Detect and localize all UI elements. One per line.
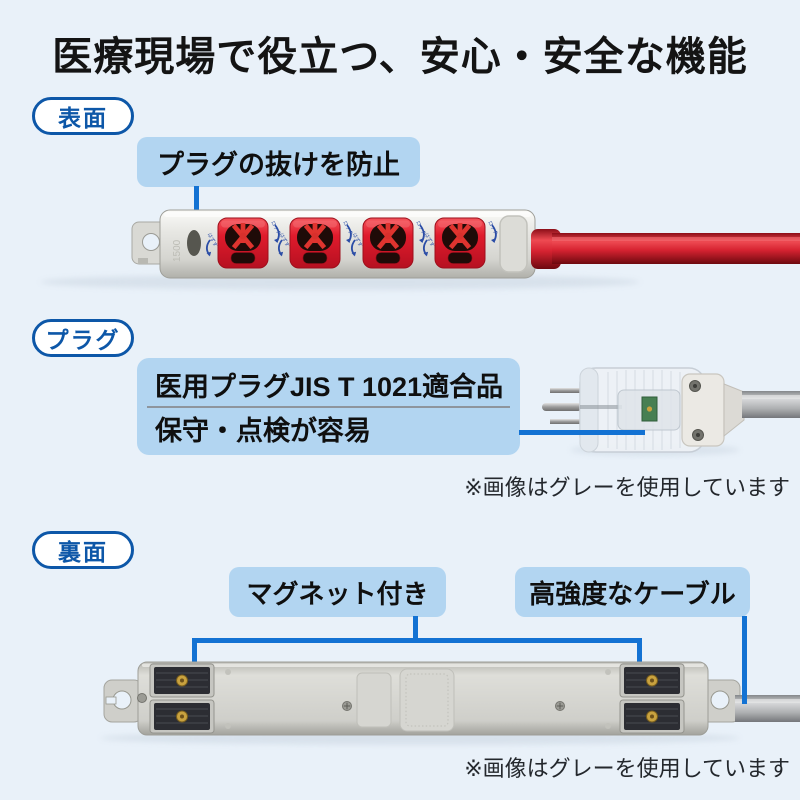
callout-connector-line — [192, 638, 642, 643]
gray-color-note: ※画像はグレーを使用しています — [464, 756, 790, 781]
magnet — [149, 699, 215, 734]
callout-plug-features: 医用プラグJIS T 1021適合品 保守・点検が容易 — [137, 358, 520, 455]
callout-cable: 高強度なケーブル — [515, 567, 750, 617]
embossed-panel — [356, 672, 392, 728]
callout-connector-line — [413, 616, 418, 640]
section-tag-front: 表面 — [32, 97, 134, 135]
cable-neck — [723, 383, 745, 438]
front-strip-photo: ロック はずす 1500 — [40, 209, 800, 290]
hook-recess — [187, 230, 201, 256]
callout-plug-lock: プラグの抜けを防止 — [137, 137, 420, 187]
embossed-panel — [399, 668, 455, 732]
magnet — [149, 663, 215, 698]
page-title: 医療現場で役立つ、安心・安全な機能 — [52, 35, 748, 79]
foot-bump — [605, 669, 611, 675]
section-tag-plug: プラグ — [32, 319, 134, 357]
magnet — [619, 699, 685, 734]
body-marking: 1500 — [172, 239, 183, 262]
strip-body — [137, 661, 709, 736]
callout-connector-line — [519, 430, 645, 435]
callout-connector-line — [742, 616, 747, 704]
mounting-tab — [103, 679, 143, 723]
screw — [137, 693, 565, 711]
magnet — [619, 663, 685, 698]
plug-clamp — [681, 373, 725, 447]
section-tag-back: 裏面 — [32, 531, 134, 569]
plug-photo — [542, 367, 800, 456]
plug-prongs — [542, 388, 582, 424]
foot-bump — [605, 723, 611, 729]
divider — [147, 405, 510, 408]
foot-bump — [225, 669, 231, 675]
back-strip-photo — [100, 661, 800, 745]
red-cable — [531, 229, 800, 269]
gray-color-note: ※画像はグレーを使用しています — [464, 475, 790, 500]
gray-cable — [742, 391, 800, 418]
callout-magnet: マグネット付き — [229, 567, 446, 617]
foot-bump — [225, 723, 231, 729]
plug-feature-2: 保守・点検が容易 — [155, 416, 371, 446]
callout-connector-line — [637, 638, 642, 678]
callout-connector-line — [192, 638, 197, 678]
endcap-emboss — [499, 215, 528, 273]
plug-feature-1: 医用プラグJIS T 1021適合品 — [155, 372, 504, 402]
